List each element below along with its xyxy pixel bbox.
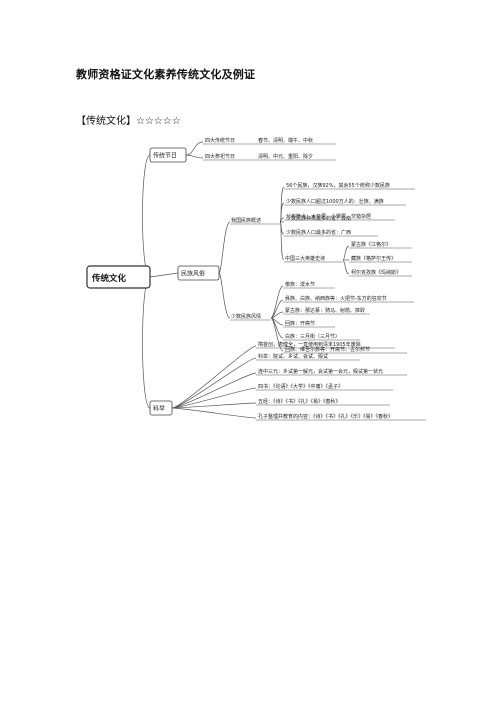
overview-item: 少数民族人口最多的省：广西 [286, 229, 351, 236]
minority-item: 蒙古族：那达慕：骑马、射箭、摔跤 [285, 307, 365, 314]
epic-item: 柯尔克孜族《玛纳斯》 [351, 269, 401, 276]
customs-node-box [177, 265, 220, 281]
root-node-box [86, 265, 151, 289]
overview-item: 少数民族人口超过1000万人的：壮族、满族 [286, 198, 384, 205]
festival-item-value: 春节、清明、端午、中秋 [258, 137, 313, 144]
overview-node-label: 我国民族概述 [231, 217, 261, 224]
exam-item: 连中三元：乡试第一解元，会试第一会元，殿试第一状元 [258, 368, 383, 375]
overview-item: 少数民族种类最多的省：云南 [286, 215, 351, 222]
exam-item: 五经：《诗》《书》《礼》《易》《春秋》 [258, 398, 341, 405]
minority-item: 回族、维吾尔族等：开斋节、古尔邦节 [285, 346, 370, 353]
epics-node-label: 中国三大英雄史诗 [285, 255, 325, 262]
leaf-underlines [203, 143, 426, 421]
festivals-node-box [149, 147, 187, 163]
festival-item-name: 四大传统节日 [205, 137, 235, 144]
exam-item: 孔子整理并教育的内容：《诗》《书》《礼》《乐》《易》《春秋》 [258, 413, 393, 420]
minority-item: 彝族、白族、纳西族等：火把节-东方的狂欢节 [285, 295, 387, 302]
minority-item: 回族：开斋节 [285, 320, 315, 327]
section-heading: 【传统文化】☆☆☆☆☆ [76, 116, 181, 127]
festival-item-value: 清明、中元、重阳、除夕 [258, 153, 313, 160]
minority-item: 傣族：泼水节 [285, 281, 315, 288]
festivals-node-label: 传统节日 [153, 152, 177, 160]
minority-item: 白族：三月街（三月节） [285, 333, 340, 340]
exam-item: 科举：院试、乡试、会试、殿试 [258, 353, 328, 360]
epic-item: 藏族《格萨尔王传》 [351, 255, 396, 262]
overview-item: 分布特点：大杂居、小聚居、交错杂居 [286, 213, 371, 220]
exam-item: 四书：《论语》《大学》《中庸》《孟子》 [258, 383, 343, 390]
exam-node-box [149, 400, 173, 416]
epic-item: 蒙古族《江格尔》 [351, 241, 391, 248]
exam-node-label: 科举 [153, 405, 165, 413]
exam-item: 隋首创，唐健全，一直使用到清末1905年废除 [258, 341, 361, 348]
minority-node-label: 少数民族风情 [231, 313, 261, 320]
document-title: 教师资格证文化素养传统文化及例证 [76, 68, 256, 81]
connectors [142, 141, 350, 419]
customs-node-label: 民族风俗 [181, 270, 205, 278]
overview-item: 56个民族，汉族92%，其余55个统称少数民族 [286, 182, 390, 189]
root-node-label: 传统文化 [91, 273, 127, 284]
festival-item-name: 四大祭祀节日 [205, 153, 235, 160]
